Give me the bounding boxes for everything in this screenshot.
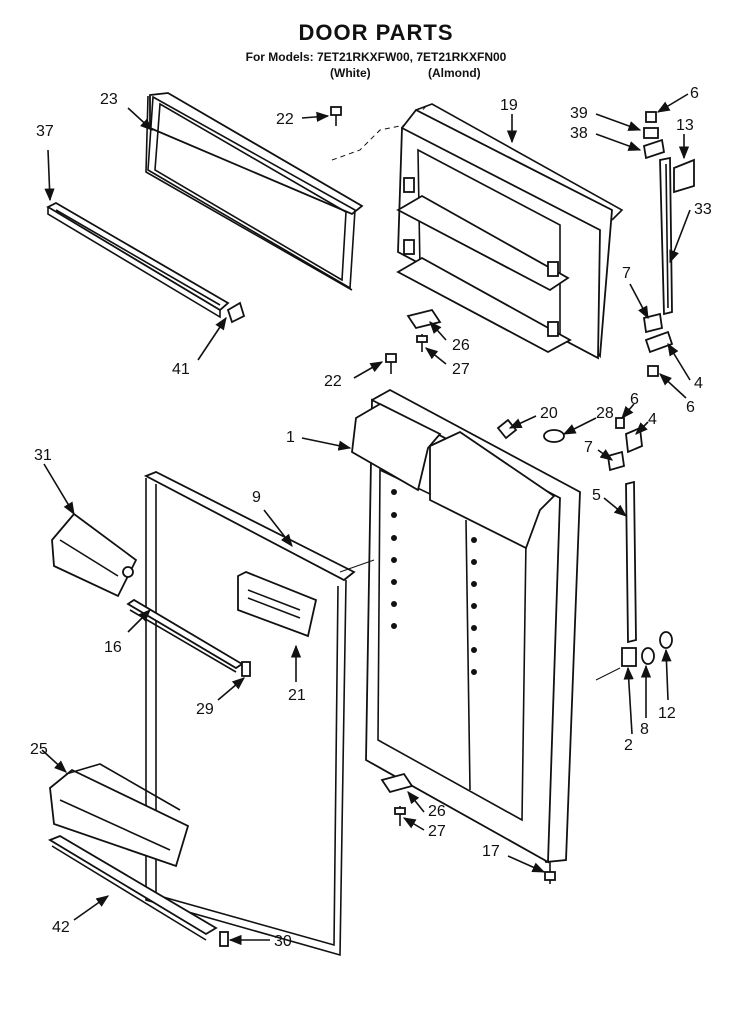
callout-25: 25 [30, 741, 48, 758]
upper-screw-27 [416, 334, 428, 352]
callout-13: 13 [676, 117, 694, 134]
callout-31: 31 [34, 447, 52, 464]
variant-white: (White) [330, 66, 371, 80]
freezer-door-liner [396, 103, 624, 360]
plug-20 [496, 418, 518, 440]
hinge-7-right [606, 450, 626, 472]
callout-2: 2 [624, 737, 633, 754]
callout-41: 41 [172, 361, 190, 378]
callout-6-top: 6 [690, 85, 699, 102]
callout-42: 42 [52, 919, 70, 936]
hinge-cover-13 [673, 158, 695, 194]
callout-6-right: 6 [630, 391, 639, 408]
callout-33: 33 [694, 201, 712, 218]
callout-4-upper: 4 [694, 375, 703, 392]
leader-lines [41, 93, 691, 946]
trim-42 [47, 835, 218, 941]
door-bin-holes [391, 489, 477, 675]
callout-20: 20 [540, 405, 558, 422]
callout-22-lower: 22 [324, 373, 342, 390]
hinge-washer-38 [642, 138, 666, 160]
callout-8: 8 [640, 721, 649, 738]
callout-39: 39 [570, 105, 588, 122]
callout-22-upper: 22 [276, 111, 294, 128]
end-cap-41 [226, 301, 246, 324]
hinge-cap-39 [643, 127, 659, 139]
screw-22-lower [385, 353, 397, 374]
hinge-2 [621, 647, 637, 667]
end-cap-30 [219, 931, 229, 947]
screw-17 [544, 862, 556, 884]
butter-door-21 [237, 571, 318, 638]
callout-16: 16 [104, 639, 122, 656]
end-cap-29 [241, 661, 251, 677]
callout-37: 37 [36, 123, 54, 140]
fresh-food-gasket [143, 471, 356, 957]
callout-7-right: 7 [584, 439, 593, 456]
callout-7-upper: 7 [622, 265, 631, 282]
screw-22-upper [330, 106, 342, 126]
callout-27-lower: 27 [428, 823, 446, 840]
callout-21: 21 [288, 687, 306, 704]
spacer-8 [641, 647, 655, 665]
callout-6-mid: 6 [686, 399, 695, 416]
lower-screw-27 [394, 806, 406, 826]
callout-9: 9 [252, 489, 261, 506]
button-28 [543, 429, 565, 443]
door-bin-25 [49, 763, 190, 868]
hinge-screw-6-right [615, 417, 625, 429]
callout-27-upper: 27 [452, 361, 470, 378]
variant-almond: (Almond) [428, 66, 481, 80]
callout-29: 29 [196, 701, 214, 718]
callout-38: 38 [570, 125, 588, 142]
callout-12: 12 [658, 705, 676, 722]
callout-30: 30 [274, 933, 292, 950]
hinge-4-right [625, 426, 643, 454]
dairy-door [51, 512, 138, 598]
fresh-food-door-liner [351, 388, 581, 864]
callout-4-right: 4 [648, 411, 657, 428]
freezer-gasket [145, 92, 364, 291]
callout-1: 1 [286, 429, 295, 446]
upper-bracket-26 [406, 308, 442, 330]
callout-26-lower: 26 [428, 803, 446, 820]
callout-26-upper: 26 [452, 337, 470, 354]
hinge-screw-6 [645, 111, 657, 123]
hinge-screw-6-lower [647, 365, 659, 377]
door-handle-33 [659, 156, 673, 316]
lower-bracket-26 [380, 772, 414, 794]
callout-17: 17 [482, 843, 500, 860]
page-title: DOOR PARTS [298, 20, 454, 45]
callout-28: 28 [596, 405, 614, 422]
callout-5: 5 [592, 487, 601, 504]
callout-19: 19 [500, 97, 518, 114]
hinge-4-upper [644, 330, 674, 354]
models-line: For Models: 7ET21RKXFW00, 7ET21RKXFN00 [245, 50, 507, 64]
handle-5 [625, 480, 637, 644]
cap-12 [659, 631, 673, 649]
trim-16 [126, 598, 244, 673]
freezer-trim [46, 201, 230, 319]
callout-23: 23 [100, 91, 118, 108]
